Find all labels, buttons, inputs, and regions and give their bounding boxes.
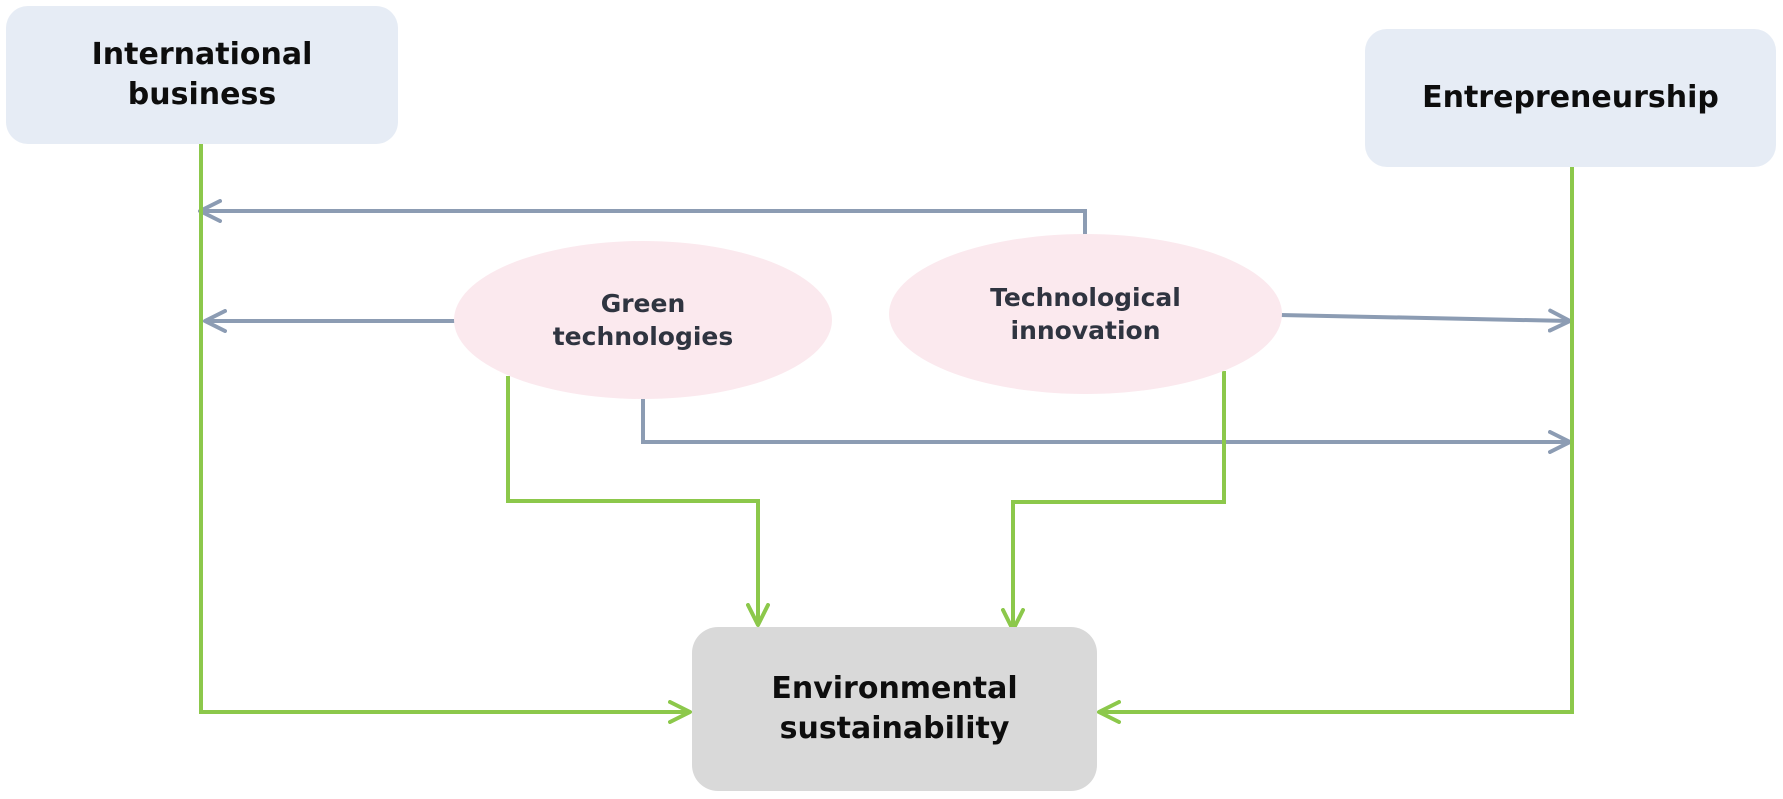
technological-innovation-label: Technological innovation (990, 283, 1181, 345)
environmental-sustainability-box: Environmental sustainability (692, 627, 1097, 791)
green-technologies-label: Green technologies (552, 289, 734, 351)
environmental-sustainability-label: Environmental sustainability (771, 671, 1018, 746)
arrow-entrepreneurship-to-environmental-sustainability (1097, 167, 1574, 724)
arrow-tech-innovation-to-environmental-sustainability (1001, 371, 1226, 632)
entrepreneurship-label: Entrepreneurship (1422, 80, 1719, 116)
international-business-box: International business (6, 6, 398, 144)
international-business-label: International business (91, 37, 313, 112)
technological-innovation-ellipse: Technological innovation (889, 234, 1282, 394)
green-technologies-ellipse: Green technologies (454, 241, 832, 399)
arrow-international-business-to-environmental-sustainability (199, 144, 692, 724)
arrow-green-tech-to-environmental-sustainability (506, 376, 770, 627)
entrepreneurship-box: Entrepreneurship (1365, 29, 1776, 167)
arrow-tech-innovation-to-international-business (198, 199, 1087, 236)
arrow-tech-innovation-to-entrepreneurship (1279, 308, 1572, 333)
arrow-green-tech-to-entrepreneurship (641, 399, 1572, 454)
